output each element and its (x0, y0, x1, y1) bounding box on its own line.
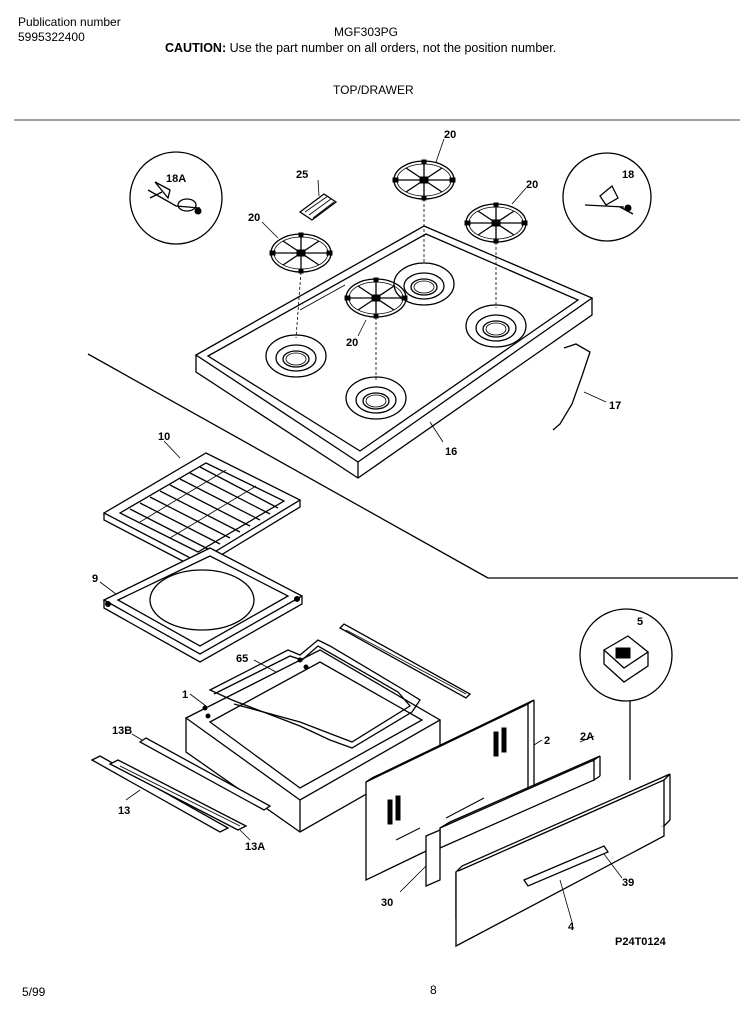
part-13-drawer-rail: 13 (90, 755, 230, 833)
callout-9: 9 (92, 573, 98, 585)
detail-18a-hinge-clip: 18A (129, 151, 223, 245)
callout-18a: 18A (166, 173, 186, 185)
footer-page-number: 8 (430, 983, 437, 997)
part-39-drawer-handle: 39 (523, 845, 634, 889)
callout-20-b: 20 (248, 212, 260, 224)
drawing-id: P24T0124 (615, 936, 667, 948)
callout-39: 39 (622, 877, 634, 889)
publication-number-label: Publication number (18, 15, 121, 29)
part-16-cooktop: 16 (194, 225, 594, 479)
callout-20-a: 20 (444, 129, 456, 141)
part-10-broiler-pan-insert: 10 (102, 431, 302, 570)
part-13a-drawer-rail: 13A (108, 759, 265, 853)
caution-text: Use the part number on all orders, not t… (229, 41, 557, 55)
detail-18-hinge-clip: 18 (562, 152, 652, 242)
part-25-burner-cap: 25 (296, 169, 338, 221)
caution-label: CAUTION: (165, 41, 227, 55)
publication-number: 5995322400 (18, 30, 85, 44)
callout-25: 25 (296, 169, 308, 181)
callout-17: 17 (609, 400, 621, 412)
part-20-burner-grate-1: 20 (392, 129, 456, 262)
part-20-burner-grate-3: 20 (464, 179, 538, 308)
part-drawer-slide-rail (338, 623, 472, 699)
detail-5-drawer-glide: 5 (579, 608, 673, 780)
callout-5: 5 (637, 616, 643, 628)
part-17-support-rod: 17 (552, 343, 621, 431)
part-20-burner-grate-4: 20 (344, 277, 408, 380)
callout-13: 13 (118, 805, 130, 817)
callout-30-group: 30 (381, 865, 427, 909)
callout-65: 65 (236, 653, 248, 665)
callout-30: 30 (381, 897, 393, 909)
caution-note: CAUTION: Use the part number on all orde… (165, 42, 556, 55)
model-number: MGF303PG (334, 25, 399, 39)
callout-1: 1 (182, 689, 188, 701)
callout-2: 2 (544, 735, 550, 747)
part-20-burner-grate-2: 20 (248, 212, 333, 339)
section-divider-line (87, 353, 489, 579)
part-13b-drawer-rail: 13B (112, 725, 272, 811)
part-9-broiler-pan: 9 (92, 547, 304, 663)
section-title: TOP/DRAWER (333, 83, 414, 97)
callout-18: 18 (622, 169, 634, 181)
callout-16: 16 (445, 446, 457, 458)
callout-20-d: 20 (346, 337, 358, 349)
part-4-drawer-front: 4 (455, 773, 671, 948)
callout-13a: 13A (245, 841, 265, 853)
part-65-drawer-rack: 65 (208, 639, 421, 749)
callout-13b: 13B (112, 725, 132, 737)
part-2-drawer-panel: 2 (365, 699, 550, 882)
callout-2a: 2A (580, 731, 594, 743)
part-2a-drawer-front-frame: 2A (425, 731, 601, 887)
callout-4: 4 (568, 921, 575, 933)
callout-20-c: 20 (526, 179, 538, 191)
footer-date: 5/99 (22, 985, 46, 999)
callout-10: 10 (158, 431, 170, 443)
